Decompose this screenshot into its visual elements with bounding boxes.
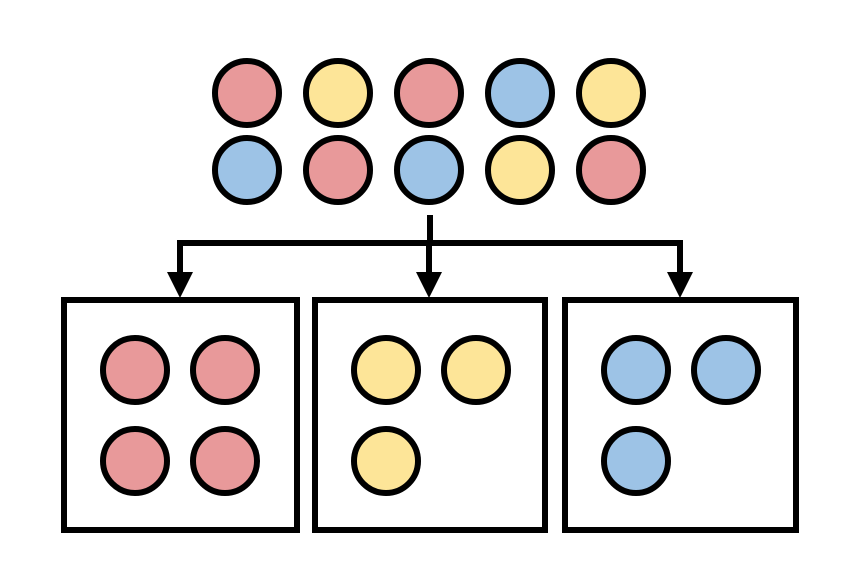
arrowhead-3 — [667, 272, 693, 298]
group-box-frame — [312, 297, 548, 533]
source-circle-red — [303, 135, 373, 205]
source-circle-yellow — [576, 58, 646, 128]
source-circle-blue — [212, 135, 282, 205]
source-circle-blue — [485, 58, 555, 128]
source-circle-yellow — [303, 58, 373, 128]
arrowhead-1 — [167, 272, 193, 298]
sorted-circle-blue — [691, 335, 761, 405]
sorted-circle-blue — [601, 426, 671, 496]
group-box-frame — [61, 297, 300, 533]
source-circle-yellow — [485, 135, 555, 205]
source-circle-red — [212, 58, 282, 128]
group-box-blue — [562, 297, 799, 533]
sorted-circle-yellow — [351, 426, 421, 496]
group-box-yellow — [312, 297, 548, 533]
arrowhead-2 — [416, 272, 442, 298]
sorted-circle-red — [190, 335, 260, 405]
sorted-circle-red — [100, 335, 170, 405]
unsorted-circles — [212, 58, 646, 205]
sorted-circle-red — [100, 426, 170, 496]
split-arrows — [167, 215, 693, 298]
group-box-red — [61, 297, 300, 533]
sorted-groups — [61, 297, 799, 533]
sorted-circle-red — [190, 426, 260, 496]
group-box-frame — [562, 297, 799, 533]
source-circle-red — [394, 58, 464, 128]
sorted-circle-yellow — [441, 335, 511, 405]
sorted-circle-yellow — [351, 335, 421, 405]
source-circle-red — [576, 135, 646, 205]
sorted-circle-blue — [601, 335, 671, 405]
source-circle-blue — [394, 135, 464, 205]
